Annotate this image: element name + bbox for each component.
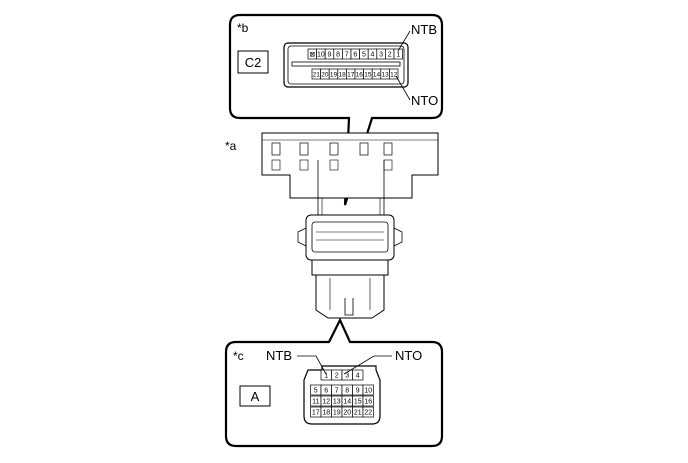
ntb-label-b: NTB	[411, 22, 437, 37]
ntb-label-c: NTB	[266, 348, 292, 363]
terminal-c-r1-4-label: 9	[356, 388, 360, 395]
terminal-c-r2-3-label: 14	[343, 399, 351, 406]
terminal-c-r1-3-label: 8	[345, 388, 349, 395]
nto-label-b: NTO	[411, 93, 438, 108]
terminal-b-top-2-label: 9	[328, 52, 332, 59]
connector-b-code: C2	[245, 55, 262, 70]
terminal-c-r1-5-cell	[362, 384, 374, 396]
terminal-b-bottom-7-label: 14	[373, 71, 381, 78]
terminal-c-r1-0-label: 5	[314, 388, 318, 395]
component-body	[261, 132, 439, 319]
terminal-b-bottom-9-cell	[389, 68, 399, 80]
connector-c-code: A	[251, 389, 260, 404]
terminal-c-r3-4-label: 21	[354, 410, 362, 417]
terminal-c-r2-2-label: 13	[333, 399, 341, 406]
terminal-b-bottom-1-label: 20	[321, 71, 329, 78]
terminal-b-bottom-6-label: 15	[364, 71, 372, 78]
terminal-b-top-6-label: 5	[362, 52, 366, 59]
terminal-c-r3-0-label: 17	[312, 410, 320, 417]
terminal-c-r0-2-label: 3	[345, 373, 349, 380]
terminal-c-r2-5-cell	[362, 395, 374, 407]
nto-leader-b	[395, 75, 411, 101]
terminal-b-top-4-label: 7	[345, 52, 349, 59]
view-a-label: *a	[225, 139, 237, 153]
terminal-b-bottom-5-label: 16	[356, 71, 364, 78]
terminal-c-r3-5-cell	[362, 406, 374, 418]
terminal-c-r1-2-label: 7	[335, 388, 339, 395]
nto-label-c: NTO	[395, 348, 422, 363]
terminal-c-r0-3-cell	[352, 369, 364, 381]
terminal-b-bottom-3-label: 18	[338, 71, 346, 78]
terminal-c-r2-5-label: 16	[364, 399, 372, 406]
terminal-c-r0-1-label: 2	[335, 373, 339, 380]
terminal-b-bottom-8-label: 13	[381, 71, 389, 78]
ntb-leader-b	[397, 30, 411, 52]
terminal-c-r3-3-label: 20	[343, 410, 351, 417]
terminal-c-r3-2-label: 19	[333, 410, 341, 417]
terminal-c-r2-4-label: 15	[354, 399, 362, 406]
terminal-c-r1-5-label: 10	[364, 388, 372, 395]
terminal-c-r0-3-label: 4	[356, 373, 360, 380]
connector-c-housing	[303, 365, 381, 425]
terminal-c-r2-1-label: 12	[322, 399, 330, 406]
view-b-label: *b	[237, 21, 249, 35]
terminal-b-top-7-label: 4	[371, 52, 375, 59]
terminal-b-top-10-label: 1	[396, 52, 400, 59]
terminal-b-top-0-label: ⊠	[309, 52, 315, 59]
terminal-b-top-1-label: 10	[317, 52, 325, 59]
terminal-b-top-8-label: 3	[379, 52, 383, 59]
terminal-b-bottom-0-label: 21	[313, 71, 321, 78]
terminal-c-r3-5-label: 22	[364, 410, 372, 417]
terminal-c-r3-1-label: 18	[322, 410, 330, 417]
terminal-b-top-5-label: 6	[353, 52, 357, 59]
connector-b-code-box	[237, 50, 269, 74]
terminal-b-bottom-2-label: 19	[330, 71, 338, 78]
nto-leader-c	[343, 355, 392, 375]
terminal-c-r1-1-label: 6	[324, 388, 328, 395]
ntb-leader-c	[297, 355, 327, 375]
terminal-b-top-9-label: 2	[388, 52, 392, 59]
terminal-b-bottom-9-label: 12	[390, 71, 398, 78]
terminal-b-top-10-cell	[393, 48, 403, 60]
connector-c-code-box	[239, 385, 271, 407]
connector-b-housing	[283, 42, 409, 88]
terminal-c-r2-0-label: 11	[312, 399, 319, 406]
callout-c	[224, 317, 444, 448]
terminal-c-r0-0-label: 1	[324, 373, 328, 380]
view-c-label: *c	[233, 349, 244, 363]
terminal-b-top-3-label: 8	[336, 52, 340, 59]
terminal-b-bottom-4-label: 17	[347, 71, 355, 78]
